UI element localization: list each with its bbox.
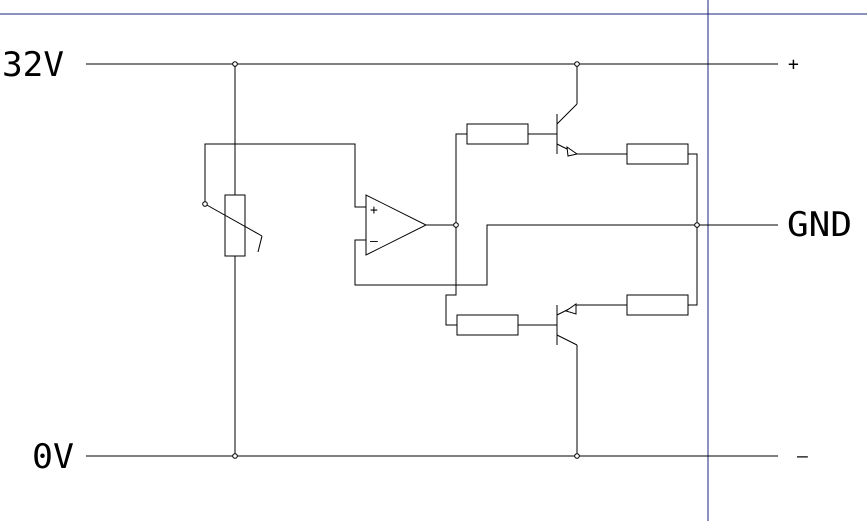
junction-dot: [694, 222, 700, 228]
output-to-lower-resistor: [445, 225, 457, 326]
output-to-upper-resistor: [455, 133, 467, 225]
npn-emitter-arrow: [566, 145, 579, 157]
minus-terminal-label: –: [797, 446, 808, 467]
lower-emitter-resistor: [626, 294, 689, 316]
supply-voltage-label: 32V: [2, 45, 64, 85]
zero-voltage-label: 0V: [32, 437, 74, 477]
lower-emitter-wire: [688, 225, 698, 306]
operational-amplifier: + –: [365, 194, 428, 256]
potentiometer: [204, 64, 263, 456]
plus-terminal-label: +: [788, 54, 799, 75]
junction-dot: [453, 222, 459, 228]
upper-emitter-wire: [688, 153, 698, 225]
junction-dot: [232, 453, 238, 459]
upper-base-resistor: [466, 123, 529, 145]
potentiometer-wiper-arrow: [204, 203, 263, 237]
junction-dot: [574, 453, 580, 459]
junction-dot: [202, 201, 208, 207]
opamp-inverting-label: –: [370, 234, 378, 249]
potentiometer-body: [224, 194, 246, 257]
npn-transistor: [556, 64, 579, 157]
feedback-wire: [354, 224, 778, 286]
junction-dot: [574, 61, 580, 67]
gnd-terminal-label: GND: [787, 205, 852, 245]
junction-dot: [232, 61, 238, 67]
upper-emitter-resistor: [626, 143, 689, 165]
lower-base-resistor: [456, 314, 519, 336]
wiper-wire: [204, 143, 366, 208]
opamp-triangle: [365, 194, 428, 256]
pnp-transistor: [556, 303, 578, 456]
pnp-emitter-arrow: [564, 303, 577, 315]
opamp-noninverting-label: +: [370, 203, 378, 218]
